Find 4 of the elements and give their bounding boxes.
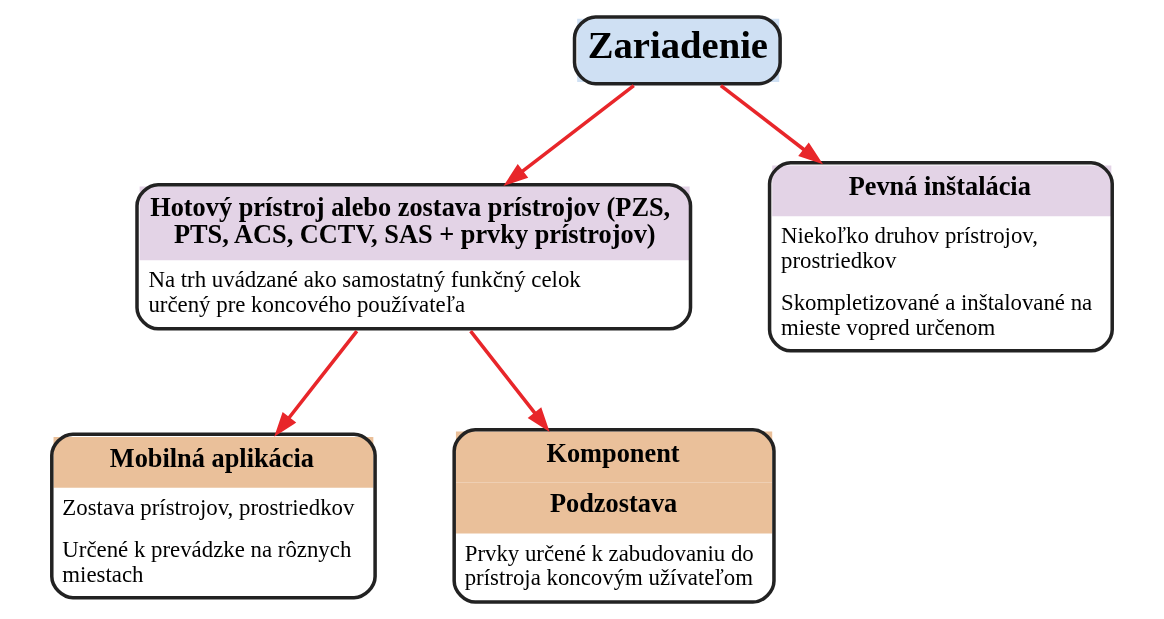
arrow — [469, 330, 550, 432]
arrow — [719, 84, 824, 165]
arrow — [274, 330, 359, 437]
arrow — [503, 84, 635, 186]
